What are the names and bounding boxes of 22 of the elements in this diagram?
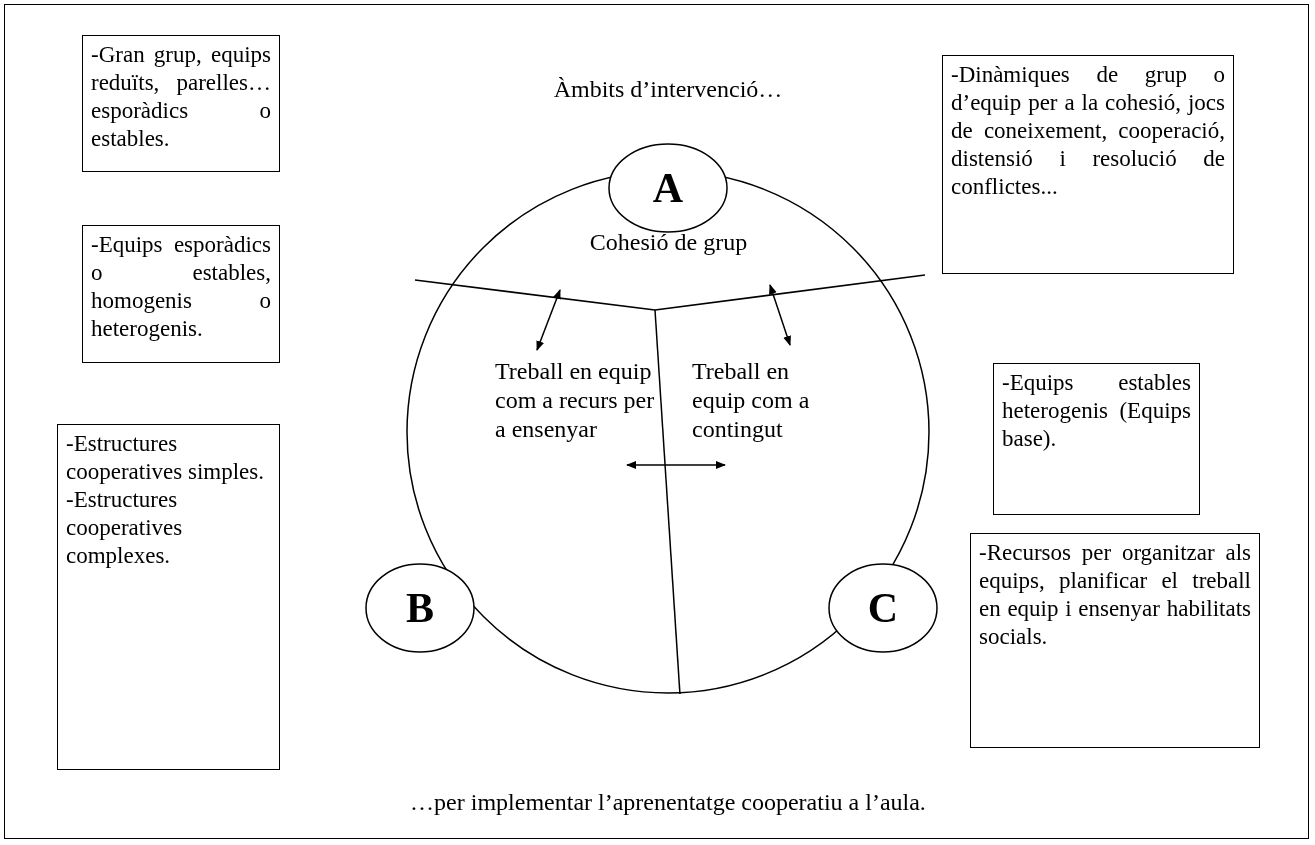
- text-box: [57, 424, 280, 770]
- text-box: -Recursos per organitzar als equips, planificar el treball en equip i ensenyar habilitats socials.: [970, 533, 1260, 748]
- sector-letter: B: [405, 584, 435, 632]
- caption: …per implementar l’aprenentatge cooperatiu a l’aula.: [409, 788, 927, 817]
- text-paragraph: -Estructures cooperatives complexes.: [66, 486, 184, 570]
- sector-label: Treball en equip com a contingut: [692, 357, 822, 447]
- text-box: -Dinàmiques de grup o d’equip per a la cohesió, jocs de coneixement, cooperació, distensió i resolució de conflictes...: [942, 55, 1234, 274]
- sector-label: Treball en equip com a recurs per a ensenyar: [495, 357, 655, 477]
- text-box: -Equips esporàdics o estables, homogenis o heterogenis.: [82, 225, 280, 363]
- text-box: -Equips estables heterogenis (Equips base).: [993, 363, 1200, 515]
- label-ellipse: [365, 563, 475, 653]
- double-arrow: [769, 284, 791, 346]
- text-box: -Gran grup, equips reduïts, parelles… esporàdics o estables.: [82, 35, 280, 172]
- heading: Àmbits d’intervenció…: [552, 75, 784, 104]
- sector-letter: C: [866, 584, 900, 632]
- sector-label: Cohesió de grup: [556, 228, 781, 260]
- double-arrow: [536, 289, 561, 351]
- double-arrow: [626, 461, 726, 469]
- text-paragraph: -Estructures cooperatives simples.: [66, 430, 265, 486]
- label-ellipse: [608, 143, 728, 233]
- sector-letter: A: [651, 164, 685, 212]
- label-ellipse: [828, 563, 938, 653]
